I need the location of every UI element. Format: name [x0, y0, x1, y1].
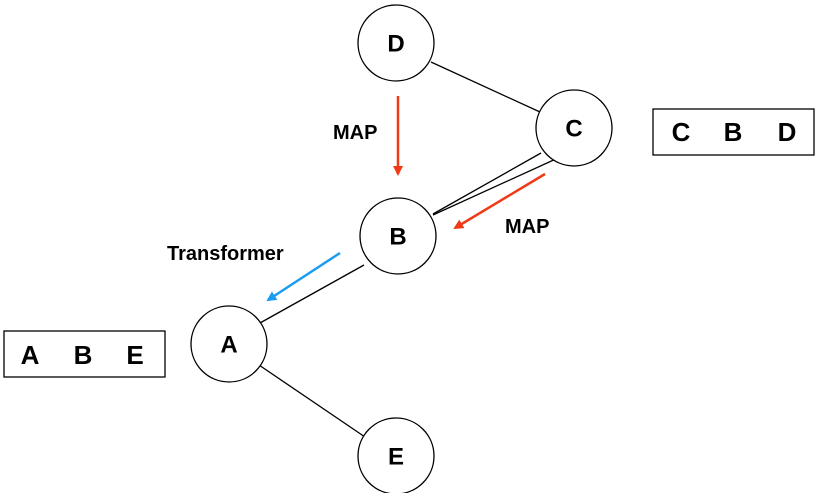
node-e: E — [357, 417, 435, 493]
sequence-box-right-item: D — [778, 117, 797, 147]
node-b: B — [359, 197, 437, 275]
sequence-box-left-item: B — [74, 340, 93, 370]
node-a: A — [190, 305, 268, 383]
map-label-vertical: MAP — [333, 122, 377, 144]
node-d: D — [357, 4, 435, 82]
node-c: C — [535, 89, 613, 167]
map-arrow-diagonal — [453, 172, 546, 230]
node-d-label: D — [387, 31, 404, 58]
map-label-diagonal: MAP — [505, 216, 549, 238]
sequence-box-right: C B D — [652, 108, 815, 156]
node-e-label: E — [388, 444, 404, 471]
sequence-box-left-item: A — [21, 340, 40, 370]
transformer-label: Transformer — [167, 243, 284, 265]
node-a-label: A — [220, 332, 237, 359]
edge-d-c — [430, 61, 541, 113]
sequence-box-left: A B E — [3, 330, 166, 378]
sequence-box-right-item: B — [724, 117, 743, 147]
transformer-arrow — [266, 251, 341, 302]
edge-c-b — [432, 152, 542, 215]
sequence-box-left-item: E — [126, 340, 143, 370]
edge-b-a — [259, 264, 365, 324]
node-b-label: B — [389, 224, 406, 251]
edge-c-b-parallel — [432, 157, 559, 216]
sequence-box-right-item: C — [672, 117, 691, 147]
edge-a-e — [258, 364, 366, 438]
node-c-label: C — [565, 116, 582, 143]
